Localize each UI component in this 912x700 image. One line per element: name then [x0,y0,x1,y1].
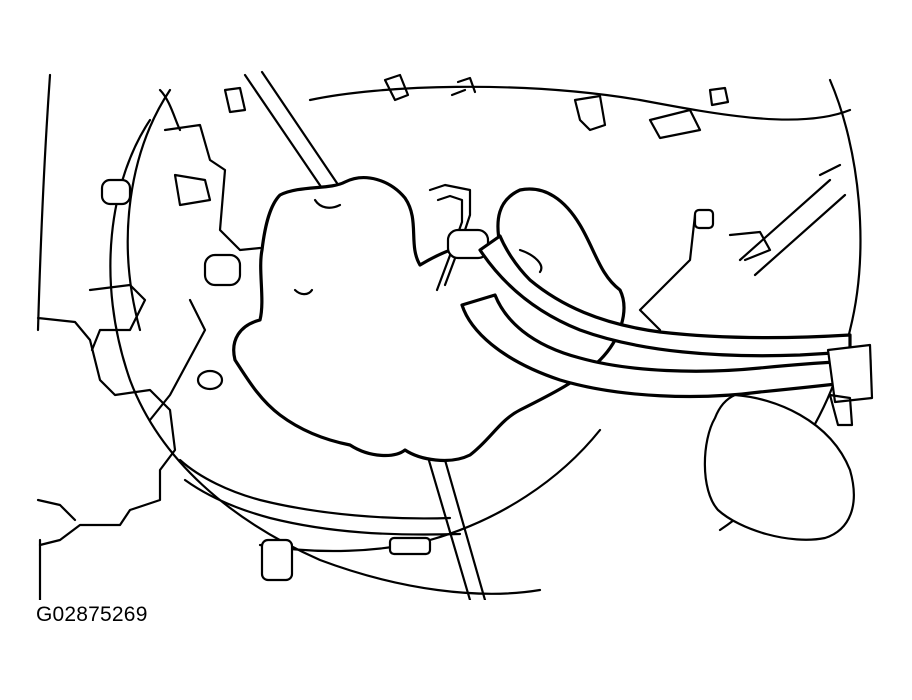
right-fitting-nut [693,208,715,230]
round-cover-cap [703,393,855,541]
bolt-boss-left [100,178,132,206]
bracket-left-detail [173,173,212,207]
figure-id-label: G02875269 [36,603,148,626]
rag-fold-3 [293,288,314,296]
lower-crossbar [148,298,207,422]
mount-boss [203,253,242,287]
top-right-clip [708,86,730,107]
lower-fitting [260,538,294,582]
right-small-line [638,213,697,332]
housing-arc-inner [126,88,172,332]
top-fitting-1 [383,73,410,102]
right-hose-clamp [826,343,874,404]
bracket-left [163,123,262,252]
mount-arm [88,283,147,352]
line-drawing [36,70,874,600]
lower-pipe [178,458,452,520]
housing-arc-upper [308,85,852,121]
engine-block-lower-flange [36,498,77,600]
top-right-fitting [573,94,607,132]
rag-fold-1 [313,198,342,209]
clamp-bolt [828,393,854,427]
top-fitting-2 [450,76,477,97]
housing-arc-outer [109,118,542,595]
engine-compartment-illustration [36,70,874,600]
lower-pipe-2 [183,478,462,536]
engine-block-left-edge [36,73,177,547]
right-bracket-plate [728,230,772,262]
upper-small-fitting [223,86,247,114]
right-diagonal-hose [738,163,847,277]
rag-fold-2 [518,248,543,274]
bolt-hole [196,369,224,391]
lower-connector [388,536,432,556]
upper-rod [158,88,182,132]
fuel-line-pair-upper-b [435,194,464,292]
top-right-bracket [648,108,702,140]
second-fuel-hose [478,234,852,358]
